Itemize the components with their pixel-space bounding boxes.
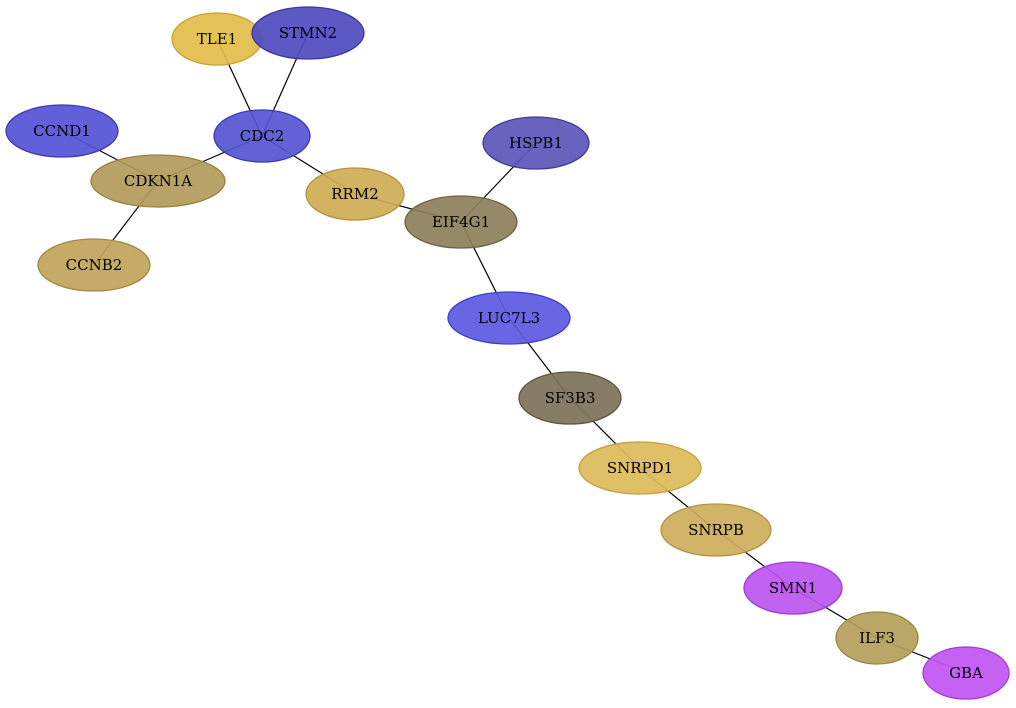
node-label: GBA: [949, 664, 983, 682]
node-ellipse: [922, 646, 1010, 700]
node-label: ILF3: [859, 629, 895, 647]
node-ellipse: [37, 238, 151, 292]
node-ellipse: [305, 167, 405, 221]
node-eif4g1[interactable]: EIF4G1: [404, 195, 518, 249]
node-label: HSPB1: [509, 134, 563, 152]
node-label: RRM2: [331, 185, 379, 203]
node-ellipse: [90, 154, 226, 208]
node-ellipse: [743, 561, 843, 615]
node-ellipse: [578, 441, 702, 495]
node-ellipse: [660, 503, 772, 557]
node-ellipse: [482, 116, 590, 170]
node-label: EIF4G1: [432, 213, 490, 231]
node-ccnb2[interactable]: CCNB2: [37, 238, 151, 292]
node-cdc2[interactable]: CDC2: [213, 109, 311, 163]
node-ellipse: [518, 371, 622, 425]
node-sf3b3[interactable]: SF3B3: [518, 371, 622, 425]
node-label: SNRPD1: [607, 459, 673, 477]
node-label: CCNB2: [66, 256, 123, 274]
node-label: SMN1: [769, 579, 817, 597]
node-label: SNRPB: [688, 521, 744, 539]
node-tle1[interactable]: TLE1: [171, 12, 263, 66]
node-label: CDC2: [240, 127, 285, 145]
node-rrm2[interactable]: RRM2: [305, 167, 405, 221]
node-ellipse: [447, 291, 571, 345]
node-luc7l3[interactable]: LUC7L3: [447, 291, 571, 345]
node-hspb1[interactable]: HSPB1: [482, 116, 590, 170]
node-label: SF3B3: [545, 389, 596, 407]
node-stmn2[interactable]: STMN2: [251, 6, 365, 60]
node-ilf3[interactable]: ILF3: [835, 611, 919, 665]
node-snrpb[interactable]: SNRPB: [660, 503, 772, 557]
node-label: STMN2: [279, 24, 337, 42]
node-snrpd1[interactable]: SNRPD1: [578, 441, 702, 495]
node-label: CCND1: [33, 122, 91, 140]
node-ellipse: [835, 611, 919, 665]
node-gba[interactable]: GBA: [922, 646, 1010, 700]
node-ccnd1[interactable]: CCND1: [5, 104, 119, 158]
node-ellipse: [5, 104, 119, 158]
node-label: LUC7L3: [478, 309, 540, 327]
node-ellipse: [404, 195, 518, 249]
node-smn1[interactable]: SMN1: [743, 561, 843, 615]
node-label: TLE1: [197, 30, 237, 48]
node-ellipse: [251, 6, 365, 60]
node-ellipse: [213, 109, 311, 163]
node-label: CDKN1A: [124, 172, 192, 190]
node-cdkn1a[interactable]: CDKN1A: [90, 154, 226, 208]
